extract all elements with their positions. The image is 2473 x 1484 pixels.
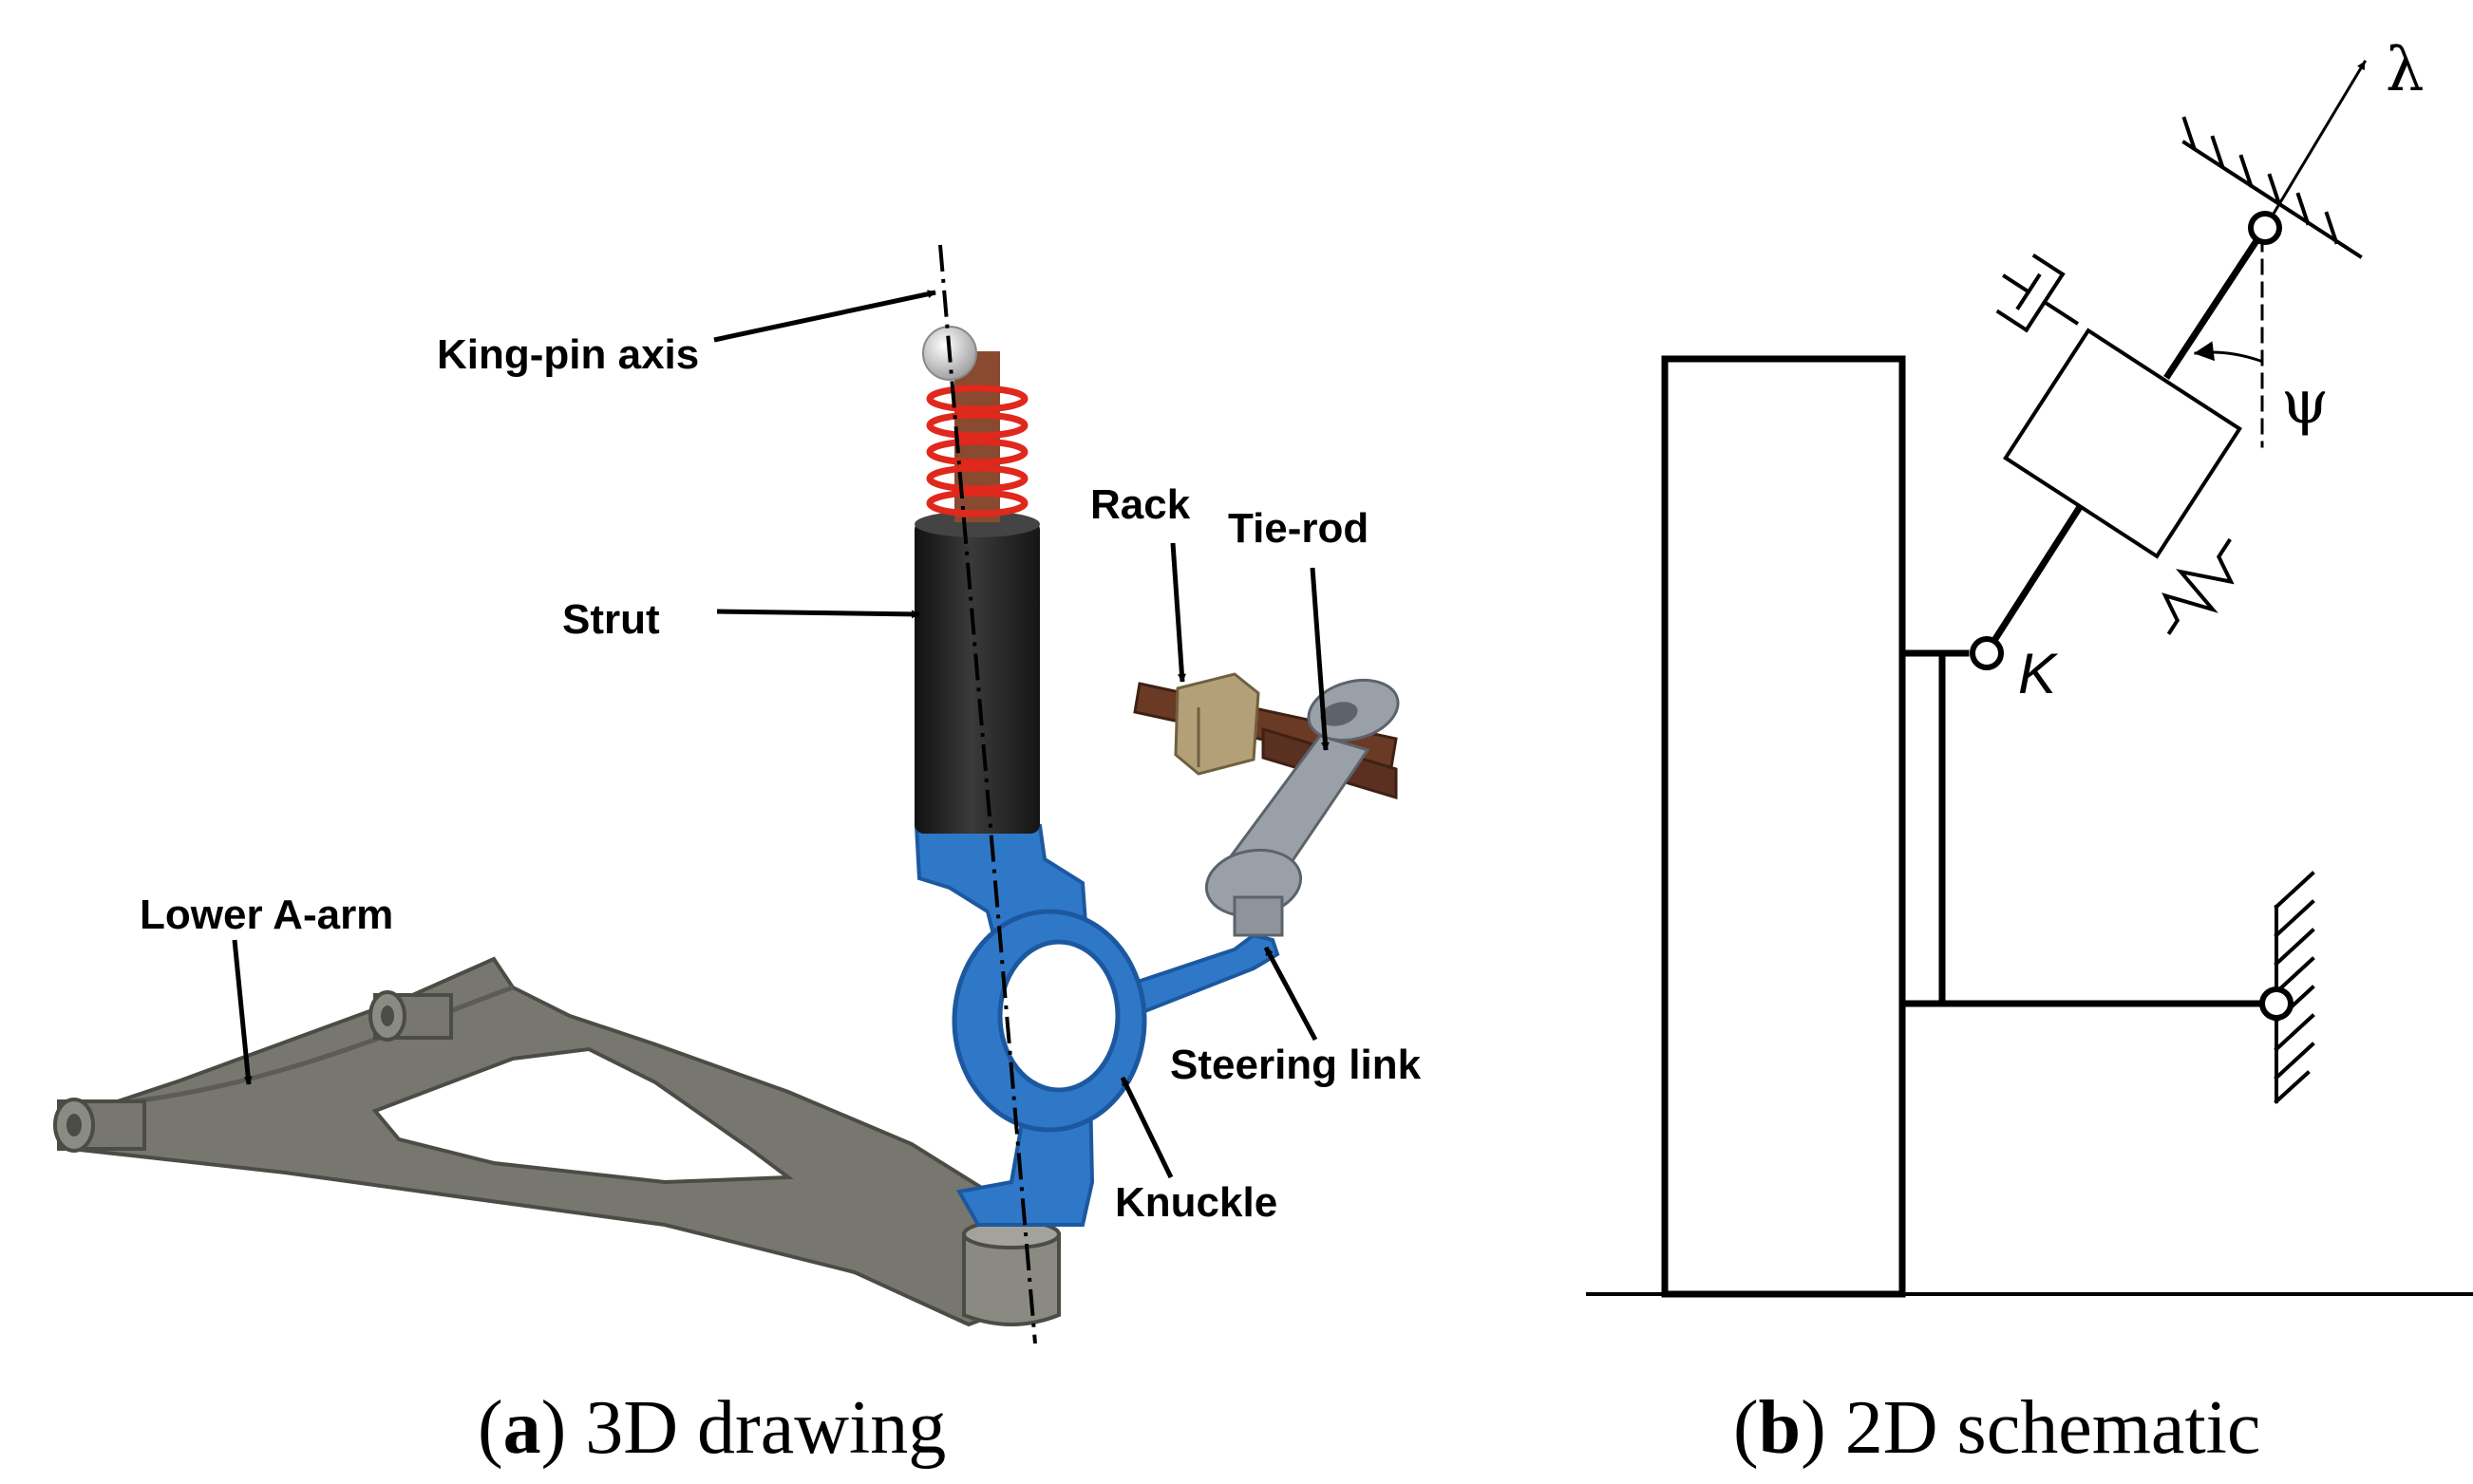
top-pivot bbox=[2248, 211, 2282, 245]
caption-b-text: 2D schematic bbox=[1845, 1386, 2261, 1470]
leader-arrows-a bbox=[232, 290, 1330, 1179]
symbol-lambda: λ bbox=[2386, 35, 2425, 105]
strut-line-lower bbox=[1982, 505, 2083, 657]
knuckle bbox=[914, 824, 1280, 1227]
caption-b-letter: b bbox=[1759, 1386, 1802, 1470]
tie-rod bbox=[1204, 678, 1400, 937]
coil-spring bbox=[926, 385, 1029, 517]
symbol-k: K bbox=[2018, 642, 2059, 705]
hub-bore bbox=[997, 939, 1121, 1093]
label-strut: Strut bbox=[562, 596, 660, 643]
spring-zigzag bbox=[2162, 537, 2235, 635]
panel-a-3d-drawing: King-pin axis Strut Rack Tie-rod Lower A… bbox=[53, 244, 1422, 1470]
rack-housing-block bbox=[1174, 672, 1260, 776]
caption-a-letter: a bbox=[503, 1386, 541, 1470]
label-rack: Rack bbox=[1090, 481, 1191, 528]
k-pivot bbox=[1970, 636, 2004, 670]
bushing-left bbox=[53, 1098, 146, 1153]
lower-pivot bbox=[2259, 986, 2294, 1021]
symbol-psi: ψ bbox=[2281, 367, 2329, 438]
damper-symbol bbox=[1995, 254, 2080, 333]
lower-a-arm-ridge bbox=[132, 985, 514, 1104]
bushing-rear bbox=[368, 990, 453, 1042]
label-tie-rod: Tie-rod bbox=[1228, 505, 1369, 552]
label-steering-link: Steering link bbox=[1170, 1042, 1422, 1088]
king-pin-axis-line bbox=[938, 244, 1037, 1344]
psi-angle-arc bbox=[2193, 341, 2262, 363]
caption-a-text: 3D drawing bbox=[585, 1386, 946, 1470]
label-king-pin-axis: King-pin axis bbox=[437, 331, 699, 378]
lower-a-arm bbox=[53, 956, 1061, 1327]
label-lower-a-arm: Lower A-arm bbox=[140, 892, 393, 938]
lower-a-arm-cutout bbox=[371, 1046, 794, 1185]
label-knuckle: Knuckle bbox=[1115, 1179, 1277, 1226]
wheel-body bbox=[1661, 355, 1906, 1298]
spring-damper-unit bbox=[1995, 254, 2243, 635]
top-ground-mount bbox=[2181, 116, 2363, 259]
lambda-axis-arrow bbox=[2262, 59, 2368, 231]
caption-b: (b) 2D schematic bbox=[1733, 1386, 2260, 1470]
panel-b-2d-schematic: λ ψ K (b) 2D schematic bbox=[1586, 35, 2473, 1470]
ball-joint-lower bbox=[962, 1219, 1061, 1326]
strut-line-upper bbox=[2163, 223, 2270, 380]
strut bbox=[915, 326, 1040, 834]
caption-a: (a) 3D drawing bbox=[478, 1386, 946, 1470]
